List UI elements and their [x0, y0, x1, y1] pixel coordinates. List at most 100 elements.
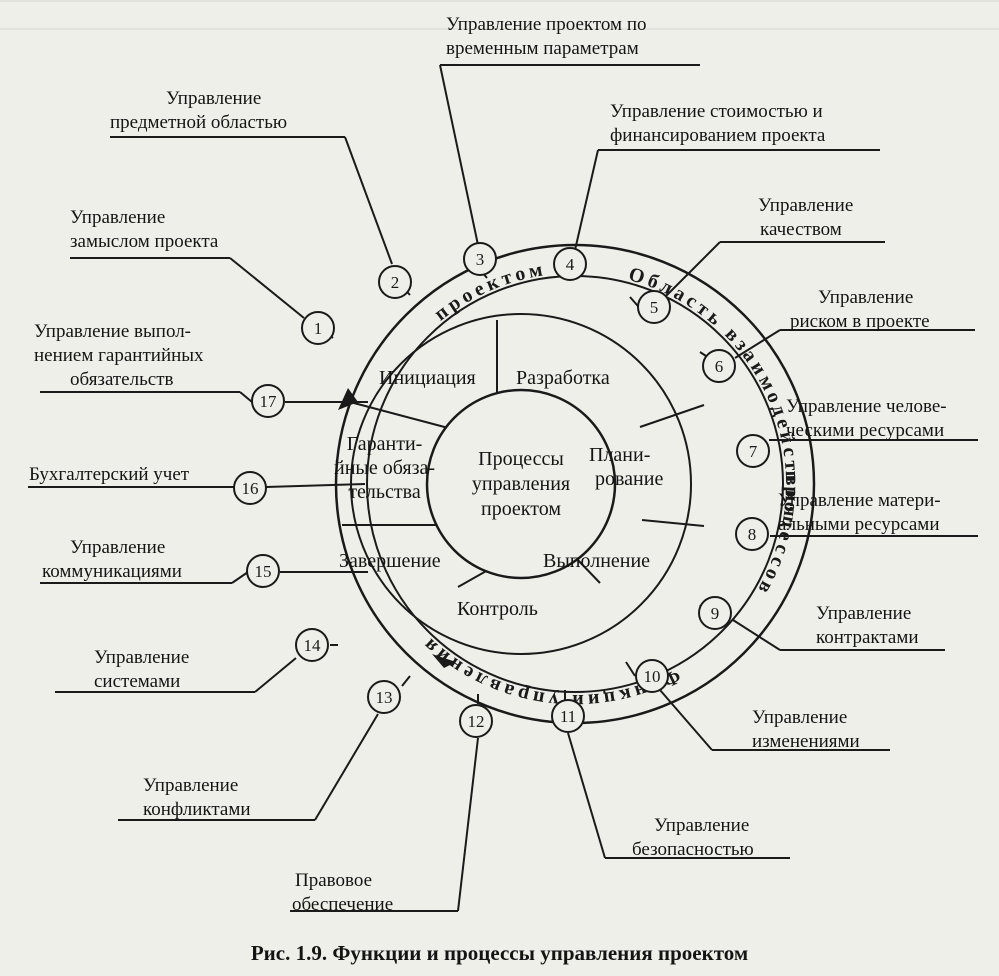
process-planning: Плани- рование: [589, 443, 663, 491]
node-number-17: 17: [260, 392, 278, 411]
function-label-line: Управление: [143, 775, 239, 796]
node-number-9: 9: [711, 604, 720, 623]
function-label-line: Управление: [70, 537, 166, 558]
node-circle-8: [735, 517, 769, 551]
node-circle-5: [637, 290, 671, 324]
node-number-13: 13: [376, 688, 393, 707]
node-circle-17: [251, 384, 285, 418]
process-development: Разработка: [516, 367, 610, 389]
node-circle-2: [378, 265, 412, 299]
function-label-line: качеством: [760, 219, 842, 240]
function-label-line: конфликтами: [143, 799, 251, 820]
node-number-3: 3: [476, 250, 485, 269]
function-label-2: Управление предметной областью: [110, 87, 287, 135]
function-label-11: Управление изменениями: [752, 706, 860, 754]
function-label-3: Управление проектом по временным парамет…: [446, 13, 646, 61]
process-warranty-line: тельства: [348, 481, 421, 503]
node-circle-10: [635, 659, 669, 693]
figure-caption: Рис. 1.9. Функции и процессы управления …: [250, 941, 749, 965]
function-label-13: Правовое обеспечение: [292, 869, 393, 917]
process-planning-line: рование: [595, 468, 664, 490]
node-circle-11: [551, 699, 585, 733]
function-label-16: Управление коммуникациями: [42, 536, 182, 584]
node-circle-12: [459, 704, 493, 738]
function-label-line: Управление проектом по: [446, 14, 647, 35]
function-label-line: изменениями: [752, 731, 860, 752]
function-label-15: Управление системами: [94, 646, 189, 694]
function-label-line: обеспечение: [292, 894, 394, 915]
process-warranty-line: Гаранти-: [346, 433, 423, 455]
process-warranty: Гаранти- йные обяза- тельства: [334, 432, 435, 504]
node-number-10: 10: [644, 667, 661, 686]
function-label-line: Управление: [818, 287, 914, 308]
node-number-16: 16: [242, 479, 259, 498]
function-label-line: замыслом проекта: [70, 231, 219, 252]
function-label-7: Управление челове- ческими ресурсами: [786, 395, 947, 443]
function-label-9: Управление контрактами: [816, 602, 919, 650]
center-label-line: Процессы: [478, 448, 564, 470]
function-label-line: Управление челове-: [786, 396, 947, 417]
function-label-line: Правовое: [295, 870, 373, 891]
function-label-line: Бухгалтерский учет: [29, 464, 190, 485]
ring-arrow-bottom: [432, 654, 456, 668]
function-label-line: Управление: [654, 815, 750, 836]
function-label-line: Управление стоимостью и: [610, 101, 823, 122]
ring-arrow-upper-left: [338, 388, 358, 410]
center-circle: [425, 388, 617, 580]
center-label-line: управления: [471, 473, 571, 495]
node-number-11: 11: [560, 707, 576, 726]
function-label-1: Управление замыслом проекта: [70, 206, 218, 254]
spokes: [28, 64, 978, 912]
function-label-line: риском в проекте: [790, 311, 930, 332]
node-circle-13: [367, 680, 401, 714]
node-number-7: 7: [749, 442, 758, 461]
node-circle-1: [301, 311, 335, 345]
function-label-line: контрактами: [816, 627, 919, 648]
node-number-6: 6: [715, 357, 724, 376]
node-number-2: 2: [391, 273, 400, 292]
function-label-line: предметной областью: [110, 112, 288, 133]
node-number-14: 14: [304, 636, 322, 655]
node-number-15: 15: [255, 562, 272, 581]
function-label-line: альными ресурсами: [778, 514, 940, 535]
function-label-4: Управление стоимостью и финансированием …: [610, 100, 825, 148]
function-label-line: нением гарантийных: [34, 345, 204, 366]
function-label-line: Управление: [752, 707, 848, 728]
function-label-6: Управление риском в проекте: [790, 286, 930, 334]
function-label-14: Управление конфликтами: [143, 774, 251, 822]
function-label-12: Управление безопасностью: [632, 814, 754, 862]
function-label-17: Бухгалтерский учет: [29, 463, 189, 487]
process-initiation: Инициация: [379, 367, 476, 389]
node-circle-9: [698, 596, 732, 630]
function-label-8: Управление матери- альными ресурсами: [778, 489, 941, 537]
function-label-line: обязательств: [70, 369, 174, 390]
function-label-line: Управление: [816, 603, 912, 624]
node-number-8: 8: [748, 525, 757, 544]
process-completion: Завершение: [339, 550, 441, 572]
node-circle-3: [463, 242, 497, 276]
function-label-5: Управление качеством: [758, 194, 853, 242]
function-label-line: Управление: [70, 207, 166, 228]
node-circle-4: [553, 247, 587, 281]
node-number-5: 5: [650, 298, 659, 317]
process-planning-line: Плани-: [589, 444, 651, 466]
node-circle-16: [233, 471, 267, 505]
node-number-1: 1: [314, 319, 323, 338]
center-label: Процессы управления проектом: [440, 447, 602, 522]
process-warranty-line: йные обяза-: [334, 457, 436, 479]
function-label-line: Управление: [94, 647, 190, 668]
page-bleed-top: [0, 0, 999, 30]
function-label-line: временным параметрам: [446, 38, 639, 59]
node-circle-14: [295, 628, 329, 662]
process-control: Контроль: [457, 598, 538, 620]
function-label-warranty: Управление выпол- нением гарантийных обя…: [34, 320, 204, 392]
node-circle-6: [702, 349, 736, 383]
function-label-line: Управление выпол-: [34, 321, 192, 342]
process-ring: [350, 313, 692, 655]
center-label-line: проектом: [480, 498, 562, 520]
node-circle-15: [246, 554, 280, 588]
function-label-line: Управление: [166, 88, 262, 109]
